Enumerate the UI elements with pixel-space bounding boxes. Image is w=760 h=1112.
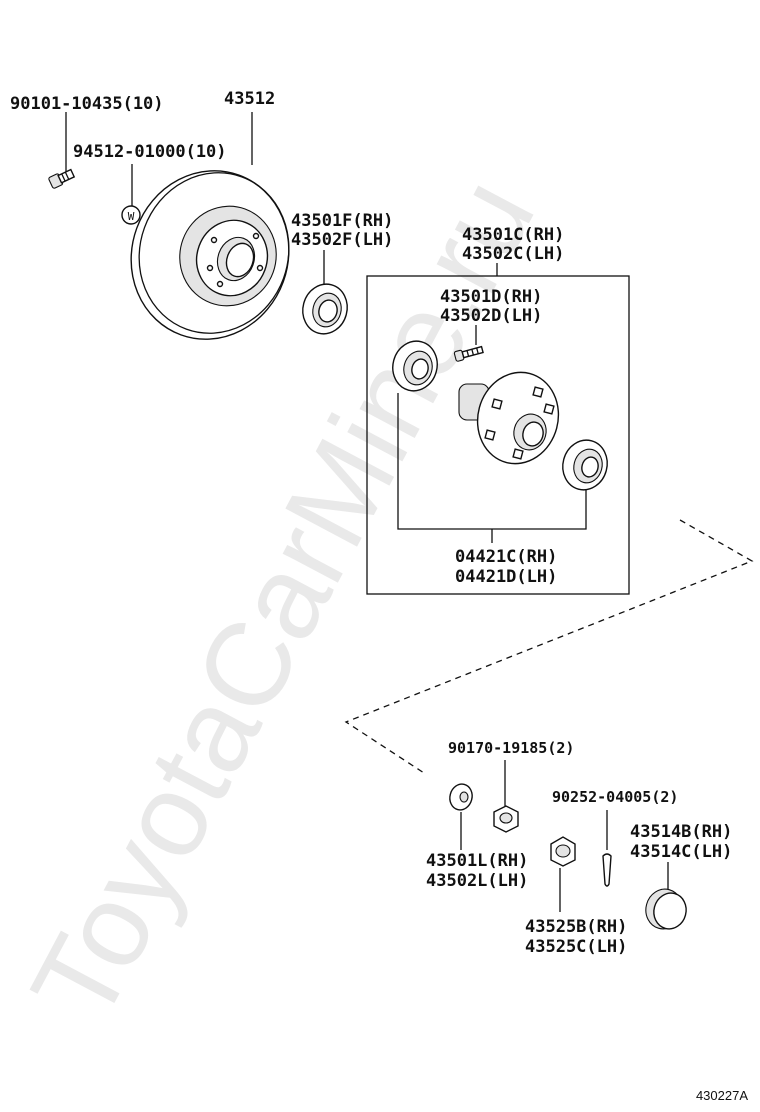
hub-bolt-part [453, 345, 484, 362]
lock-cap-part [550, 836, 576, 867]
nut-label: 90170-19185(2) [448, 739, 574, 757]
inner-bearing-part [562, 439, 608, 491]
washer-plate-part [449, 783, 473, 811]
disc-rotor-part [130, 170, 290, 340]
oil-seal-rh-label: 43501F(RH) [291, 211, 393, 231]
washer2-rh-label: 43501L(RH) [426, 851, 528, 871]
hub-assy-rh-label: 43501C(RH) [462, 225, 564, 245]
bearing-rh-label: 04421C(RH) [455, 547, 557, 567]
lock-cap-rh-label: 43525B(RH) [525, 917, 627, 937]
hub-assembly-box [366, 275, 630, 595]
grease-cap-part [645, 888, 687, 930]
washer-label: 94512-01000(10) [73, 142, 227, 162]
washer-mark: W [128, 210, 135, 223]
bolt-label: 90101-10435(10) [10, 94, 164, 114]
hub-bolt-lh-label: 43502D(LH) [440, 306, 542, 326]
cotter-pin-label: 90252-04005(2) [552, 788, 678, 806]
cap-rh-label: 43514B(RH) [630, 822, 732, 842]
lock-cap-lh-label: 43525C(LH) [525, 937, 627, 957]
cap-lh-label: 43514C(LH) [630, 842, 732, 862]
washer-symbol-icon [121, 205, 141, 225]
cotter-pin-part [602, 853, 612, 887]
hub-bolt-rh-label: 43501D(RH) [440, 287, 542, 307]
outer-bearing-part [392, 340, 438, 392]
oil-seal-lh-label: 43502F(LH) [291, 230, 393, 250]
axle-hub-part [458, 371, 560, 465]
bearing-lh-label: 04421D(LH) [455, 567, 557, 587]
washer2-lh-label: 43502L(LH) [426, 871, 528, 891]
disc-label: 43512 [224, 89, 275, 109]
hub-assy-lh-label: 43502C(LH) [462, 244, 564, 264]
reference-dashed-line [344, 519, 754, 774]
figure-code: 430227A [696, 1088, 748, 1103]
oil-seal-part [302, 283, 348, 335]
nut-part [493, 805, 519, 833]
bolt-part [48, 112, 76, 189]
